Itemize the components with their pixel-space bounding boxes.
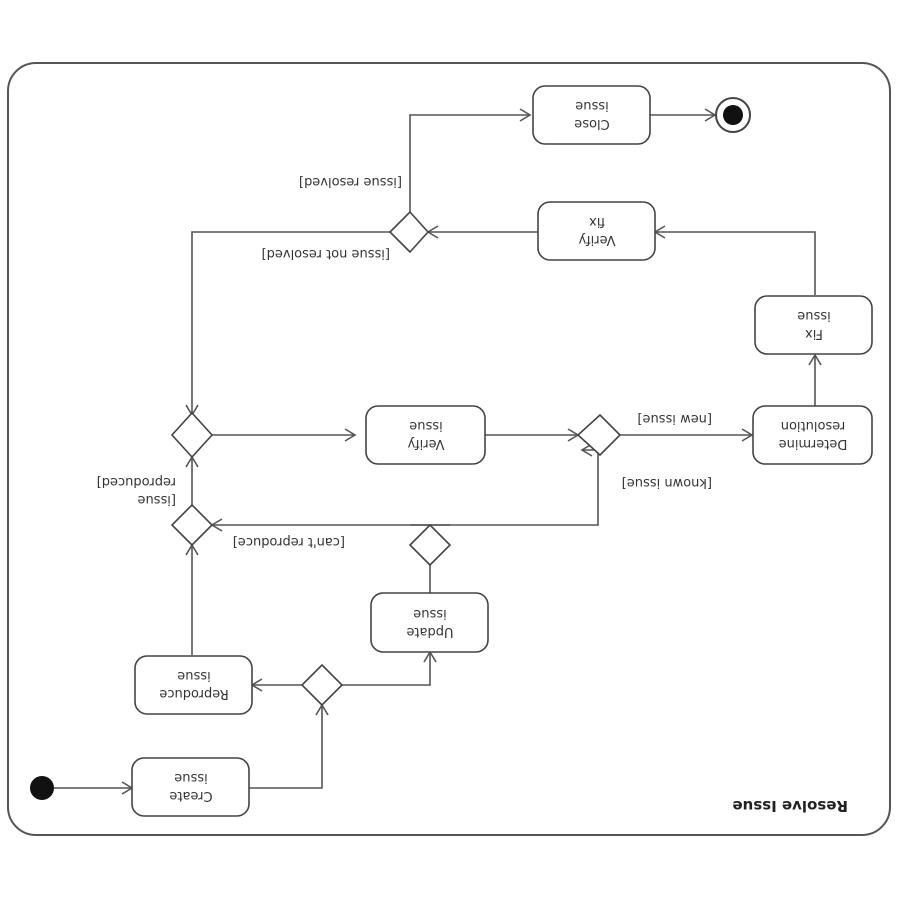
svg-text:issue: issue <box>575 98 608 113</box>
decision-known-or-new <box>576 413 622 457</box>
action-fix-issue: Fix issue <box>754 295 873 355</box>
edge-known-issue <box>410 449 599 526</box>
guard-cant-reproduce: [can't reproduce] <box>233 534 345 549</box>
diagram-title: Resolve Issue <box>732 797 848 815</box>
svg-text:issue: issue <box>797 308 830 323</box>
svg-text:fix: fix <box>589 214 605 229</box>
svg-text:issue: issue <box>174 770 207 785</box>
svg-text:[issue: [issue <box>138 492 176 507</box>
decision-resolved <box>388 210 430 254</box>
edge-fix-to-verify-fix <box>655 231 816 295</box>
svg-text:issue: issue <box>413 606 446 621</box>
edge-issue-not-resolved <box>191 231 390 415</box>
guard-new-issue: [new issue] <box>637 411 712 426</box>
guard-issue-reproduced: [issue reproduced] <box>97 474 176 507</box>
guard-issue-resolved: [issue resolved] <box>299 174 402 189</box>
action-reproduce-issue: Reproduce issue <box>134 655 253 715</box>
action-update-issue: Update issue <box>370 592 489 653</box>
edge-issue-resolved <box>409 114 530 212</box>
merge-before-verify <box>170 411 214 459</box>
svg-text:Verify: Verify <box>578 232 615 247</box>
svg-text:Reproduce: Reproduce <box>159 686 228 701</box>
initial-node <box>30 776 54 800</box>
svg-text:reproduced]: reproduced] <box>97 474 176 489</box>
decision-after-create <box>300 663 344 707</box>
svg-text:Fix: Fix <box>805 326 823 341</box>
guard-issue-not-resolved: [issue not resolved] <box>262 246 390 261</box>
svg-text:Update: Update <box>406 624 453 639</box>
svg-text:Close: Close <box>574 116 609 131</box>
action-close-issue: Close issue <box>532 85 651 145</box>
action-create-issue: Create issue <box>131 757 250 817</box>
final-node-core <box>723 105 743 125</box>
edge-create-to-decision <box>249 705 323 789</box>
action-verify-fix: Verify fix <box>537 201 656 261</box>
svg-text:issue: issue <box>409 418 442 433</box>
decision-update-merge <box>408 523 452 567</box>
svg-text:resolution: resolution <box>781 418 846 433</box>
svg-text:Verify: Verify <box>407 436 444 451</box>
svg-text:issue: issue <box>177 668 210 683</box>
guard-known-issue: [known issue] <box>622 475 712 490</box>
svg-text:Create: Create <box>169 788 212 803</box>
action-determine-resolution: Determine resolution <box>752 405 873 465</box>
edge-decision-to-update <box>342 652 431 686</box>
svg-text:Determine: Determine <box>779 436 848 451</box>
action-verify-issue: Verify issue <box>365 405 486 465</box>
decision-reproduced <box>170 503 214 547</box>
